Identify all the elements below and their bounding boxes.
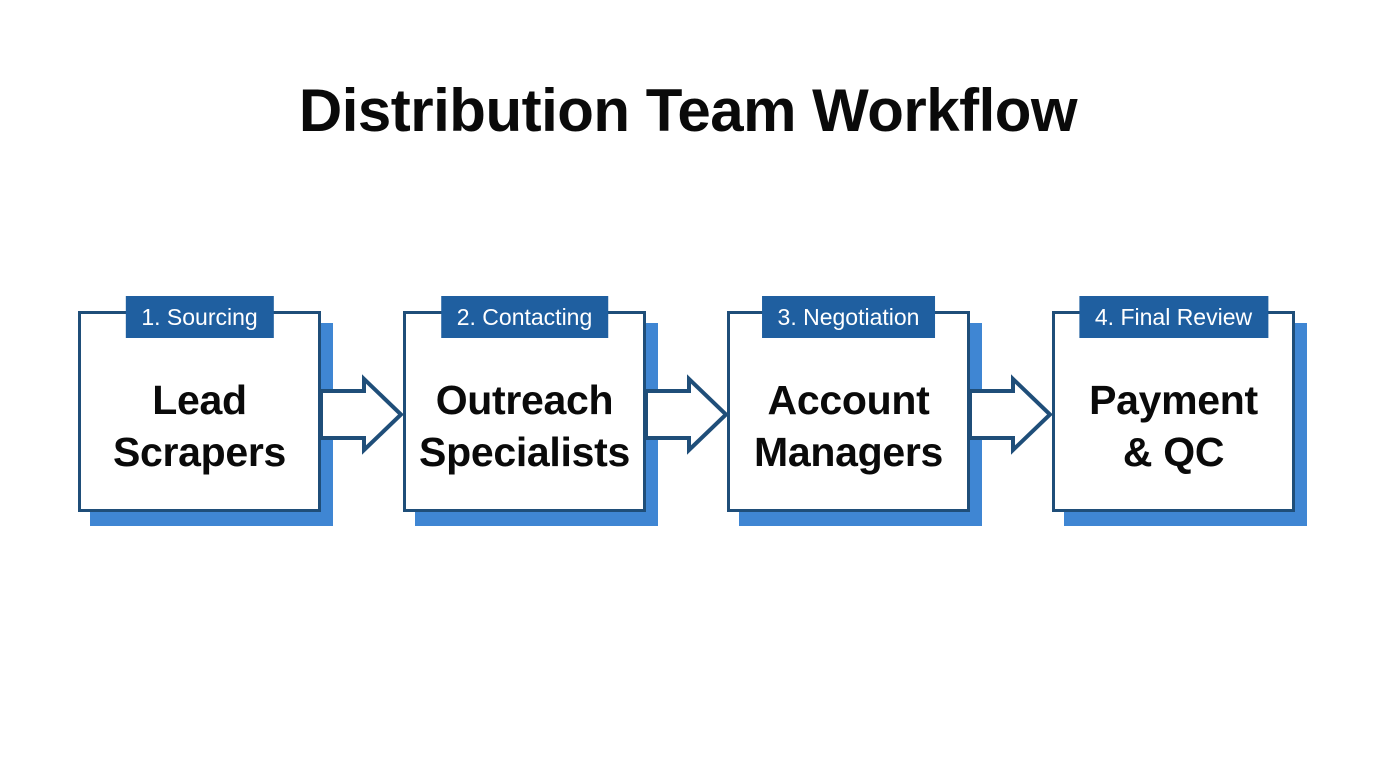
stage-card: Account Managers xyxy=(727,311,970,512)
stage-body-line-1: Payment xyxy=(1089,377,1258,423)
right-arrow-icon xyxy=(319,374,404,455)
stage-body-line-1: Account xyxy=(767,377,930,423)
stage-card: Outreach Specialists xyxy=(403,311,646,512)
workflow-stage-3[interactable]: Account Managers 3. Negotiation xyxy=(727,296,982,526)
stage-body-line-1: Lead xyxy=(152,377,247,423)
stage-body-label: Outreach Specialists xyxy=(409,374,640,479)
page-title: Distribution Team Workflow xyxy=(298,77,1078,144)
workflow-stage-1[interactable]: Lead Scrapers 1. Sourcing xyxy=(78,296,333,526)
right-arrow-icon xyxy=(968,374,1053,455)
workflow-stage-2[interactable]: Outreach Specialists 2. Contacting xyxy=(403,296,658,526)
stage-body-label: Payment & QC xyxy=(1058,374,1289,479)
workflow-stage-4[interactable]: Payment & QC 4. Final Review xyxy=(1052,296,1307,526)
stage-card: Payment & QC xyxy=(1052,311,1295,512)
stage-tab-label[interactable]: 2. Contacting xyxy=(440,296,609,338)
stage-body-label: Lead Scrapers xyxy=(84,374,315,479)
stage-tab-label[interactable]: 3. Negotiation xyxy=(761,296,936,338)
stage-tab-label[interactable]: 4. Final Review xyxy=(1078,296,1269,338)
stage-body-line-2: Managers xyxy=(753,429,943,476)
stage-body-line-1: Outreach xyxy=(435,377,614,423)
stage-body-line-2: & QC xyxy=(1122,429,1225,476)
stage-tab-label[interactable]: 1. Sourcing xyxy=(125,296,274,338)
right-arrow-icon xyxy=(644,374,729,455)
stage-card: Lead Scrapers xyxy=(78,311,321,512)
stage-body-line-2: Specialists xyxy=(419,429,630,476)
stage-body-line-2: Scrapers xyxy=(112,429,287,476)
stage-body-label: Account Managers xyxy=(733,374,964,479)
